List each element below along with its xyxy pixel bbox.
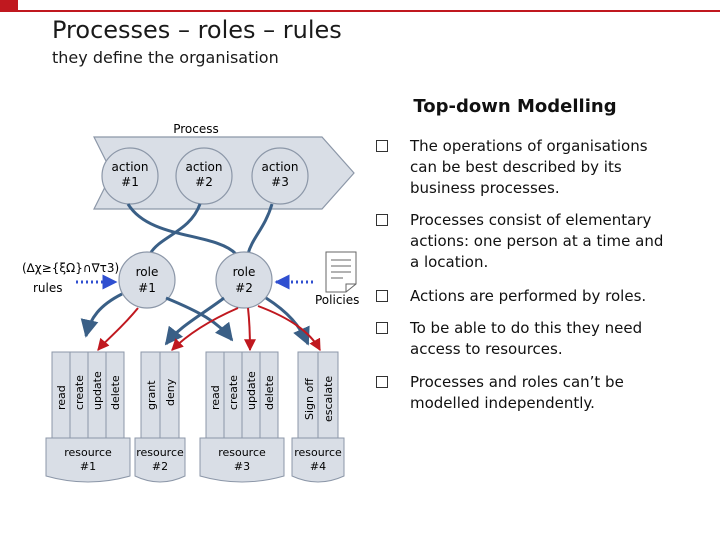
action-3: action #3 xyxy=(251,147,309,205)
bullet-text: To be able to do this they need access t… xyxy=(410,319,643,358)
accent-block xyxy=(0,0,18,12)
bullet-text: Actions are performed by roles. xyxy=(410,287,647,305)
op-create: create xyxy=(227,375,240,410)
action-1-number: #1 xyxy=(121,175,139,189)
op-update: update xyxy=(91,371,104,410)
action-1: action #1 xyxy=(101,147,159,205)
arrow-role2-resource2 xyxy=(164,296,225,346)
resource-1-number: #1 xyxy=(80,460,96,473)
role-1-number: #1 xyxy=(138,281,156,295)
link-action3-role2 xyxy=(246,203,274,255)
resource-3-number: #3 xyxy=(234,460,250,473)
op-create: create xyxy=(73,375,86,410)
op-read: read xyxy=(209,385,222,410)
square-bullet-icon xyxy=(376,214,388,226)
slide-subtitle: they define the organisation xyxy=(52,48,279,67)
role-1-label: role xyxy=(136,265,159,279)
role-2-label: role xyxy=(233,265,256,279)
role-1: role #1 xyxy=(118,251,176,309)
square-bullet-icon xyxy=(376,322,388,334)
op-read: read xyxy=(55,385,68,410)
op-escalate: escalate xyxy=(322,376,335,422)
red-arrow-role1 xyxy=(97,307,139,351)
resource-2: grant deny resource #2 xyxy=(134,351,186,483)
red-arrow-role2-c xyxy=(257,305,321,352)
arrow-role2-resource4 xyxy=(265,296,310,346)
action-2-number: #2 xyxy=(195,175,213,189)
right-panel-title: Top-down Modelling xyxy=(413,96,617,117)
rules-label: rules xyxy=(33,281,63,295)
bullet-text: Processes consist of elementary actions:… xyxy=(410,211,664,271)
op-grant: grant xyxy=(145,380,158,410)
bullet-text: Processes and roles can’t be modelled in… xyxy=(410,373,624,412)
arrow-role1-resource3 xyxy=(165,296,234,342)
process-label: Process xyxy=(173,122,219,136)
action-1-label: action xyxy=(112,160,149,174)
square-bullet-icon xyxy=(376,376,388,388)
op-deny: deny xyxy=(164,378,177,406)
resource-4-label: resource xyxy=(294,446,342,459)
rules-formula: (∆χ≥{ξΩ}∩∇τ3) xyxy=(22,261,119,275)
resource-2-label: resource xyxy=(136,446,184,459)
accent-line xyxy=(18,10,720,12)
link-action1-role2 xyxy=(126,203,238,256)
action-3-label: action xyxy=(262,160,299,174)
role-2: role #2 xyxy=(215,251,273,309)
resource-4-number: #4 xyxy=(310,460,326,473)
action-2: action #2 xyxy=(175,147,233,205)
slide-title: Processes – roles – rules xyxy=(52,16,342,44)
resource-3: read create update delete resource #3 xyxy=(199,351,285,483)
policies-label: Policies xyxy=(315,293,359,307)
op-update: update xyxy=(245,371,258,410)
resource-1-label: resource xyxy=(64,446,112,459)
red-arrow-role2-a xyxy=(171,307,239,351)
square-bullet-icon xyxy=(376,140,388,152)
op-delete: delete xyxy=(109,375,122,410)
op-delete: delete xyxy=(263,375,276,410)
top-accent-bar xyxy=(0,0,720,12)
square-bullet-icon xyxy=(376,290,388,302)
action-3-number: #3 xyxy=(271,175,289,189)
action-2-label: action xyxy=(186,160,223,174)
resource-3-label: resource xyxy=(218,446,266,459)
bullet-text: The operations of organisations can be b… xyxy=(410,137,648,197)
resource-4: Sign off escalate resource #4 xyxy=(291,351,345,483)
role-2-number: #2 xyxy=(235,281,253,295)
resource-2-number: #2 xyxy=(152,460,168,473)
policies-document-icon xyxy=(325,251,357,293)
resource-1: read create update delete resource #1 xyxy=(45,351,131,483)
op-sign-off: Sign off xyxy=(303,378,316,420)
red-arrow-role2-b xyxy=(243,307,256,352)
arrow-role1-resource1 xyxy=(80,292,123,338)
link-action2-role1 xyxy=(148,203,202,255)
